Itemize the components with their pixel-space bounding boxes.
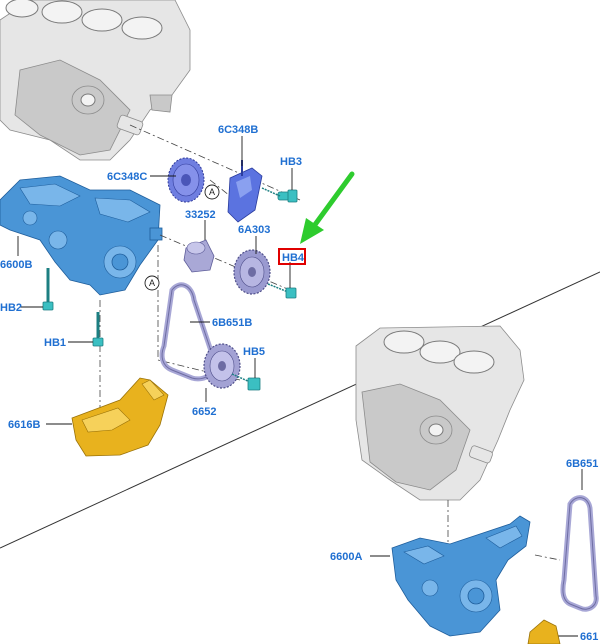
svg-text:A: A <box>149 278 155 288</box>
label-6a303: 6A303 <box>238 224 270 236</box>
label-6c348c: 6C348C <box>107 171 147 183</box>
part-labels: 6C348B 6C348C HB3 33252 6A303 6600B HB2 … <box>0 124 598 643</box>
section-divider <box>0 271 600 549</box>
callout-a-1: A <box>204 184 220 200</box>
leader-lines <box>17 136 583 637</box>
label-hb2: HB2 <box>0 302 22 314</box>
callout-a-2: A <box>144 275 160 291</box>
alignment-line <box>159 234 291 291</box>
label-hb5: HB5 <box>243 346 265 358</box>
label-6600b: 6600B <box>0 259 32 271</box>
alignment-line <box>534 554 561 561</box>
tensioner-6c348b <box>227 160 263 223</box>
label-6b651b: 6B651B <box>212 317 252 329</box>
alignment-line <box>129 124 301 201</box>
gear-6652 <box>203 343 241 389</box>
label-661: 661 <box>580 631 598 643</box>
highlight-box <box>278 248 306 265</box>
bolt-hb4 <box>267 283 297 299</box>
oil-pump-6600a <box>391 515 531 637</box>
pointer-arrow-icon <box>300 171 355 244</box>
label-hb3: HB3 <box>280 156 302 168</box>
bolt-hb2 <box>42 268 54 311</box>
label-hb4: HB4 <box>282 252 305 264</box>
cover-661 <box>527 619 561 644</box>
oil-pump-6600b <box>0 175 163 296</box>
label-hb1: HB1 <box>44 337 66 349</box>
cover-6616b <box>71 377 169 457</box>
label-33252: 33252 <box>185 209 216 221</box>
label-6600a: 6600A <box>330 551 362 563</box>
belt-6b651 <box>560 495 599 612</box>
label-6b651: 6B651 <box>566 458 598 470</box>
bolt-hb1 <box>92 312 104 347</box>
spacer-33252 <box>183 239 215 273</box>
bolt-hb3 <box>261 187 298 203</box>
gear-6a303 <box>233 249 271 295</box>
label-6652: 6652 <box>192 406 216 418</box>
label-6616b: 6616B <box>8 419 40 431</box>
label-6c348b: 6C348B <box>218 124 258 136</box>
engine-block-top <box>0 0 191 161</box>
engine-block-bottom <box>355 325 525 501</box>
bolt-hb5 <box>231 373 261 391</box>
sprocket-6c348c <box>167 157 205 203</box>
svg-text:A: A <box>209 187 215 197</box>
